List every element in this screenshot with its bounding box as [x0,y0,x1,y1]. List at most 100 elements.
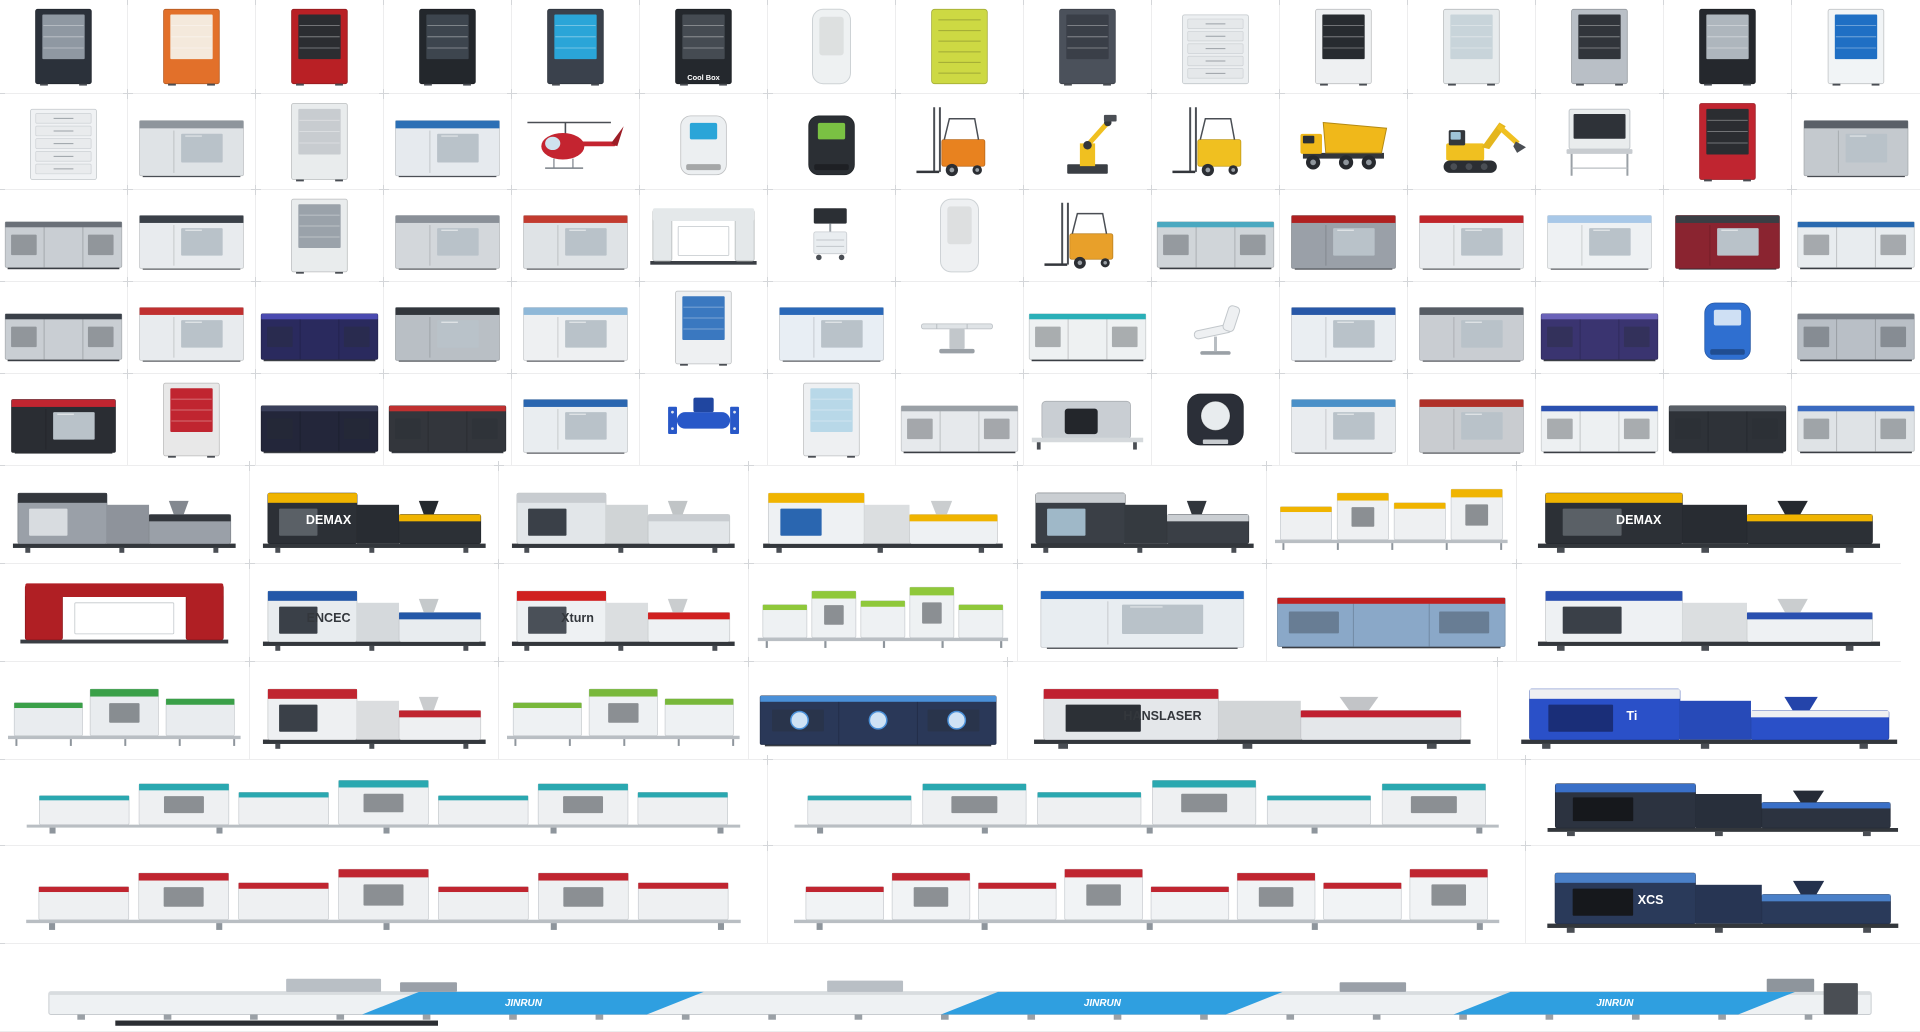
green-white-machine [494,657,749,760]
small-machine-group [1787,369,1920,466]
orange-stacker-forklift-illustration [916,107,986,177]
xcs-machine-illustration: XCS [1547,872,1899,933]
long-gray-machine-illustration [1797,313,1915,362]
switchgear-cabinets-illustration [388,405,507,454]
helicopter [507,89,640,190]
svg-text:Xturn: Xturn [561,611,594,625]
red-cnc-machine [1403,185,1536,282]
purple-cabinet-row [1531,277,1664,374]
blow-molding-machine [743,461,1018,564]
red-accent-machine [507,185,640,282]
blue-stripe-tower-illustration [675,290,732,366]
blue-pod-machine [1659,277,1792,374]
lab-fume-hood-illustration [1566,108,1633,176]
dark-flat-machine [1659,369,1792,466]
encec-injection-molder-illustration: ENCEC [262,590,486,651]
svg-text:DEMAX: DEMAX [1616,513,1662,527]
orange-lift-machine-illustration [1044,202,1114,269]
yellow-forklift-illustration [1172,107,1242,177]
white-injection-molder-illustration [512,492,735,553]
white-drawer-cabinet [1151,0,1280,94]
blue-machine-pair-illustration [1277,597,1506,649]
blue-white-analyzer-illustration [1827,8,1885,86]
gray-machine-center-illustration [395,215,500,270]
dark-cabinet-blue-trim-illustration [547,8,604,86]
ti-blue-machine-illustration: Ti [1520,688,1897,749]
svg-text:XCS: XCS [1638,893,1664,907]
black-machine-illustration [1699,8,1756,86]
green-packaging-line-illustration [757,586,1008,648]
blue-white-machine [1787,185,1920,282]
medical-chair-illustration [1193,305,1241,355]
bottling-machine [763,369,896,466]
operating-table-illustration [921,323,993,354]
gray-control-cabinet [1535,0,1664,94]
blue-panel-machine [763,277,896,374]
white-blue-machine-illustration [1291,399,1396,454]
gray-machine-center [379,185,512,282]
blue-white-machine-illustration [1797,221,1915,270]
grid-row-3 [0,185,1920,282]
red-frame-machine-illustration [163,382,220,458]
blue-white-cabinet-illustration [523,399,628,454]
orange-vending-machine-illustration [163,8,220,86]
switchgear-cabinets [379,369,512,466]
red-accent-machine-illustration [523,215,628,270]
blue-stripe-cabinets-illustration [1540,405,1659,454]
red-trim-line-illustration [794,868,1500,930]
green-logo-line [0,661,250,760]
teal-production-line [0,759,768,846]
teal-window-machine [1147,185,1280,282]
blue-cnc-machine-illustration [395,120,500,178]
grid-row-6: DEMAX DEMAX [0,461,1920,564]
tool-drawer-cabinet [0,93,128,190]
teal-stripe-machine-illustration [1028,313,1147,362]
teal-production-line-illustration [26,780,741,834]
svg-text:DEMAX: DEMAX [305,513,351,527]
dark-cabinet-blue-trim [511,0,640,94]
operating-table [891,277,1024,374]
filling-line-illustration [900,405,1019,454]
bottling-machine-illustration [803,382,860,458]
dark-red-machine-illustration [1675,215,1780,270]
gray-red-machine [1403,369,1536,466]
flow-meter [635,369,768,466]
flow-meter-illustration [668,397,740,435]
red-trim-machine [123,277,256,374]
xturn-machine: Xturn [494,559,749,662]
imaging-scanner [1147,369,1280,466]
yellow-trim-line-illustration [1275,488,1508,550]
hanslaser-machine: HANSLASER [1002,657,1498,760]
robot-crane-arm-illustration [1067,114,1117,174]
demax-molder-large-illustration: DEMAX [1537,492,1880,553]
blue-stripe-tower [635,277,768,374]
industrial-printer [379,277,512,374]
server-cabinet [0,0,128,94]
white-cabinet-illustration [291,103,348,182]
grid-row-9 [0,755,1920,846]
navy-wide-machine-illustration [260,313,379,362]
red-trim-long-machine [244,657,500,760]
tool-drawer-cabinet-illustration [30,108,97,180]
gray-machine [1787,89,1920,190]
filling-line [891,369,1024,466]
white-window-machine [507,277,640,374]
gray-window-machine-illustration [1419,307,1524,362]
logo-cabinet-row-illustration [759,695,997,747]
machine-with-screen-illustration [1315,8,1372,86]
glass-door-fridge [1407,0,1536,94]
cleaning-robot [763,89,896,190]
twin-window-machine-illustration [4,313,123,362]
dark-red-machine [1659,185,1792,282]
glass-window-machine-illustration [1547,215,1652,270]
red-vending-machine-illustration [291,8,348,86]
teal-window-machine-illustration [1156,221,1275,270]
red-frame-machine [123,369,256,466]
grid-row-2 [0,89,1920,190]
green-white-machine-illustration [507,688,740,746]
overhead-gantry-illustration [650,208,757,265]
gray-cabinet [1023,0,1152,94]
